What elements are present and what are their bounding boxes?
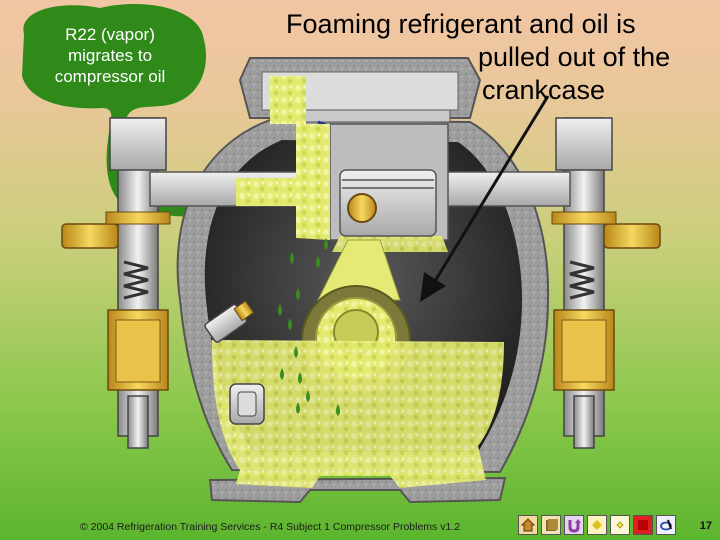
left-port-cap: [109, 117, 167, 171]
left-callout-line-3: compressor oil: [54, 67, 166, 86]
right-flare-fitting: [603, 223, 661, 249]
copyright-footer: © 2004 Refrigeration Training Services -…: [80, 521, 461, 533]
callout-arrow-shaft: [430, 95, 550, 287]
right-callout-line-1: Foaming refrigerant and oil is: [286, 9, 636, 39]
navigation-bar: [518, 515, 676, 537]
stop-button[interactable]: [633, 515, 653, 535]
left-flare-fitting: [61, 223, 119, 249]
right-callout-line-3: crankcase: [482, 75, 606, 105]
connecting-rod: [317, 239, 401, 301]
wrist-pin: [347, 193, 377, 223]
return-button[interactable]: [564, 515, 584, 535]
left-callout-line-1: R22 (vapor): [65, 25, 155, 44]
pen-button[interactable]: [656, 515, 676, 535]
next-button[interactable]: [610, 515, 630, 535]
left-callout: R22 (vapor) migrates to compressor oil: [28, 24, 192, 87]
home-button[interactable]: [518, 515, 538, 535]
page-button[interactable]: [541, 515, 561, 535]
r22-vapor-blob: [22, 3, 236, 217]
page-icon: [546, 519, 558, 531]
foam-suction-path: [236, 76, 330, 240]
right-callout: Foaming refrigerant and oil is pulled ou…: [268, 8, 718, 107]
house-icon: [520, 518, 536, 532]
sight-glass-window: [237, 391, 257, 417]
left-port-thread: [115, 319, 161, 383]
left-port-collar: [105, 211, 171, 225]
left-port-spring: [123, 260, 149, 300]
diamond-small-icon: [616, 521, 624, 529]
right-port-stem: [573, 395, 595, 449]
previous-button[interactable]: [587, 515, 607, 535]
diamond-icon: [592, 520, 602, 530]
foam-oil-sump: [212, 340, 504, 488]
right-port-spring: [569, 260, 595, 300]
right-port-cap: [555, 117, 613, 171]
left-port-stem: [127, 395, 149, 449]
oil-plug: [204, 300, 255, 343]
right-port-thread: [561, 319, 607, 383]
pen-icon: [660, 519, 672, 531]
valve-plate: [289, 109, 451, 123]
left-callout-line-2: migrates to: [67, 46, 153, 65]
right-port-collar: [551, 211, 617, 225]
stop-icon: [638, 520, 648, 530]
right-callout-line-2: pulled out of the: [478, 42, 671, 72]
page-number: 17: [699, 520, 712, 532]
u-turn-icon: [568, 519, 581, 533]
oil-droplets: [278, 238, 340, 416]
callout-arrow-head: [420, 272, 446, 302]
